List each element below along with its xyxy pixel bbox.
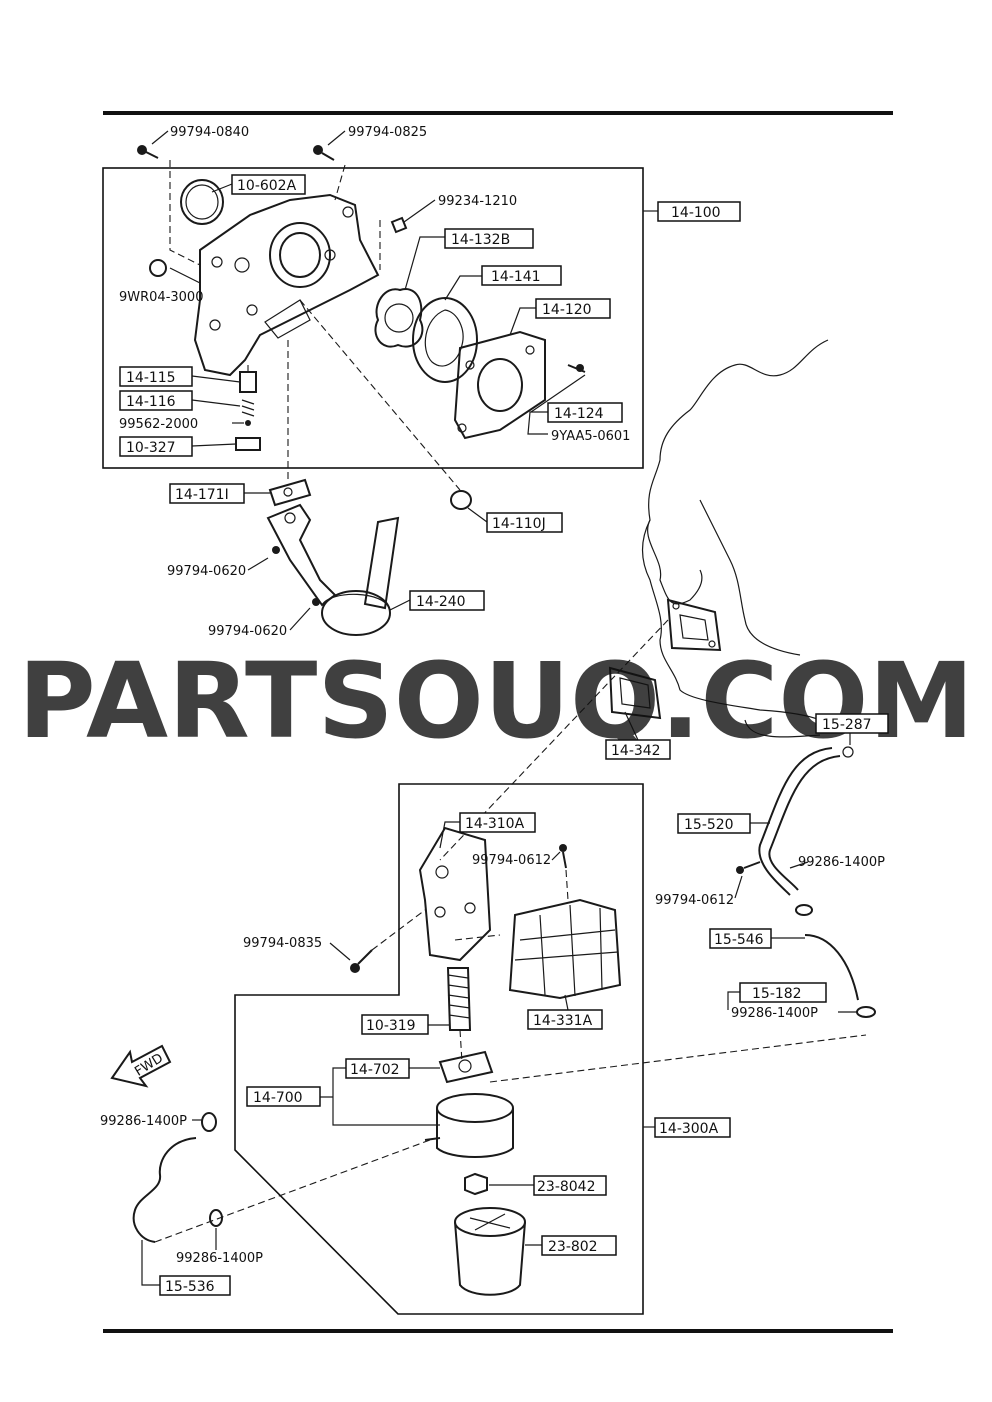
label-14-700: 14-700 bbox=[253, 1090, 303, 1106]
oil-filter-group-frame bbox=[234, 783, 644, 1315]
strainer-bolts bbox=[272, 546, 320, 606]
label-10-327: 10-327 bbox=[126, 440, 176, 456]
leader-lines bbox=[141, 130, 867, 1286]
gasket-14-342 bbox=[608, 666, 662, 720]
hose-15-546 bbox=[804, 934, 859, 1001]
o-ring-seal bbox=[180, 179, 224, 225]
filter-nut bbox=[464, 1172, 488, 1196]
bolt-99794-0835 bbox=[350, 949, 373, 973]
bolt-99794-0612-lower bbox=[736, 861, 761, 874]
cover-screw bbox=[567, 364, 586, 373]
label-15-520: 15-520 bbox=[684, 817, 734, 833]
label-99794-0620-lower: 99794-0620 bbox=[208, 624, 287, 639]
label-15-536: 15-536 bbox=[165, 1279, 215, 1295]
outer-rotor bbox=[412, 297, 478, 383]
label-14-115: 14-115 bbox=[126, 370, 176, 386]
label-99794-0612-lower: 99794-0612 bbox=[655, 893, 734, 908]
hose-15-536 bbox=[132, 1137, 197, 1243]
label-23-802: 23-802 bbox=[548, 1239, 598, 1255]
pump-cover-plate bbox=[453, 330, 546, 440]
clamp-left-lower bbox=[209, 1209, 223, 1227]
relief-valve-set bbox=[235, 371, 261, 451]
hose-15-520 bbox=[758, 746, 854, 896]
label-14-331a: 14-331A bbox=[533, 1013, 593, 1029]
label-9yaa5-0601: 9YAA5-0601 bbox=[551, 429, 630, 444]
fwd-arrow-label: FWD bbox=[132, 1051, 166, 1080]
bolt-99794-0825 bbox=[313, 145, 335, 161]
label-14-171i: 14-171I bbox=[175, 487, 229, 503]
label-99286-1400p-left-upper: 99286-1400P bbox=[100, 1114, 187, 1129]
clamp-lower-right bbox=[856, 1006, 876, 1018]
label-14-702: 14-702 bbox=[350, 1062, 400, 1078]
label-99286-1400p-right: 99286-1400P bbox=[731, 1006, 818, 1021]
gasket-14-110j bbox=[450, 490, 472, 510]
inner-rotor bbox=[374, 288, 424, 348]
label-14-141: 14-141 bbox=[491, 269, 541, 285]
label-14-100: 14-100 bbox=[671, 205, 721, 221]
strainer-gasket bbox=[268, 478, 312, 507]
bolt-99794-0840 bbox=[137, 145, 159, 159]
label-99794-0835: 99794-0835 bbox=[243, 936, 322, 951]
label-99794-0620-upper: 99794-0620 bbox=[167, 564, 246, 579]
label-99234-1210: 99234-1210 bbox=[438, 194, 517, 209]
dowel-pin bbox=[390, 216, 408, 234]
cooler-gasket-14-702 bbox=[438, 1050, 494, 1084]
label-14-110j: 14-110J bbox=[492, 516, 546, 532]
plug-9wr04-3000 bbox=[149, 259, 167, 277]
filter-stud bbox=[446, 967, 472, 1031]
label-99794-0840: 99794-0840 bbox=[170, 125, 249, 140]
oil-cooler bbox=[424, 1093, 514, 1158]
oil-filter bbox=[454, 1207, 526, 1296]
bolt-99794-0612-upper bbox=[559, 844, 567, 869]
label-99794-0612-upper: 99794-0612 bbox=[472, 853, 551, 868]
boxed-callouts: 10-602A 14-100 14-132B 14-141 14-120 14-… bbox=[119, 174, 889, 1296]
heat-shield bbox=[508, 898, 622, 1000]
label-10-319: 10-319 bbox=[366, 1018, 416, 1034]
label-15-287: 15-287 bbox=[822, 717, 872, 733]
clamp-upper-right bbox=[795, 904, 813, 916]
label-99562-2000: 99562-2000 bbox=[119, 417, 198, 432]
oil-pump-group-frame bbox=[102, 167, 644, 469]
label-15-546: 15-546 bbox=[714, 932, 764, 948]
label-14-342: 14-342 bbox=[611, 743, 661, 759]
label-14-124: 14-124 bbox=[554, 406, 604, 422]
clamp-left-upper bbox=[201, 1112, 217, 1132]
engine-block-outline bbox=[641, 339, 829, 738]
label-9wr04-3000: 9WR04-3000 bbox=[119, 290, 203, 305]
label-23-8042: 23-8042 bbox=[537, 1179, 596, 1195]
fwd-arrow: FWD bbox=[110, 1044, 172, 1088]
label-99286-1400p-left-lower: 99286-1400P bbox=[176, 1251, 263, 1266]
plain-callouts: 99794-0840 99794-0825 99234-1210 9WR04-3… bbox=[100, 125, 885, 1266]
label-14-116: 14-116 bbox=[126, 394, 176, 410]
label-14-310a: 14-310A bbox=[465, 816, 525, 832]
oil-strainer bbox=[266, 503, 400, 636]
label-14-300a: 14-300A bbox=[659, 1121, 719, 1137]
label-99286-1400p-upper: 99286-1400P bbox=[798, 855, 885, 870]
filter-bracket bbox=[418, 826, 492, 962]
oil-pump-housing bbox=[193, 193, 380, 377]
watermark: PARTSOUQ.COM bbox=[18, 640, 974, 762]
label-14-132b: 14-132B bbox=[451, 232, 510, 248]
label-15-182: 15-182 bbox=[752, 986, 802, 1002]
label-14-240: 14-240 bbox=[416, 594, 466, 610]
label-14-120: 14-120 bbox=[542, 302, 592, 318]
label-99794-0825: 99794-0825 bbox=[348, 125, 427, 140]
label-10-602a: 10-602A bbox=[237, 178, 297, 194]
